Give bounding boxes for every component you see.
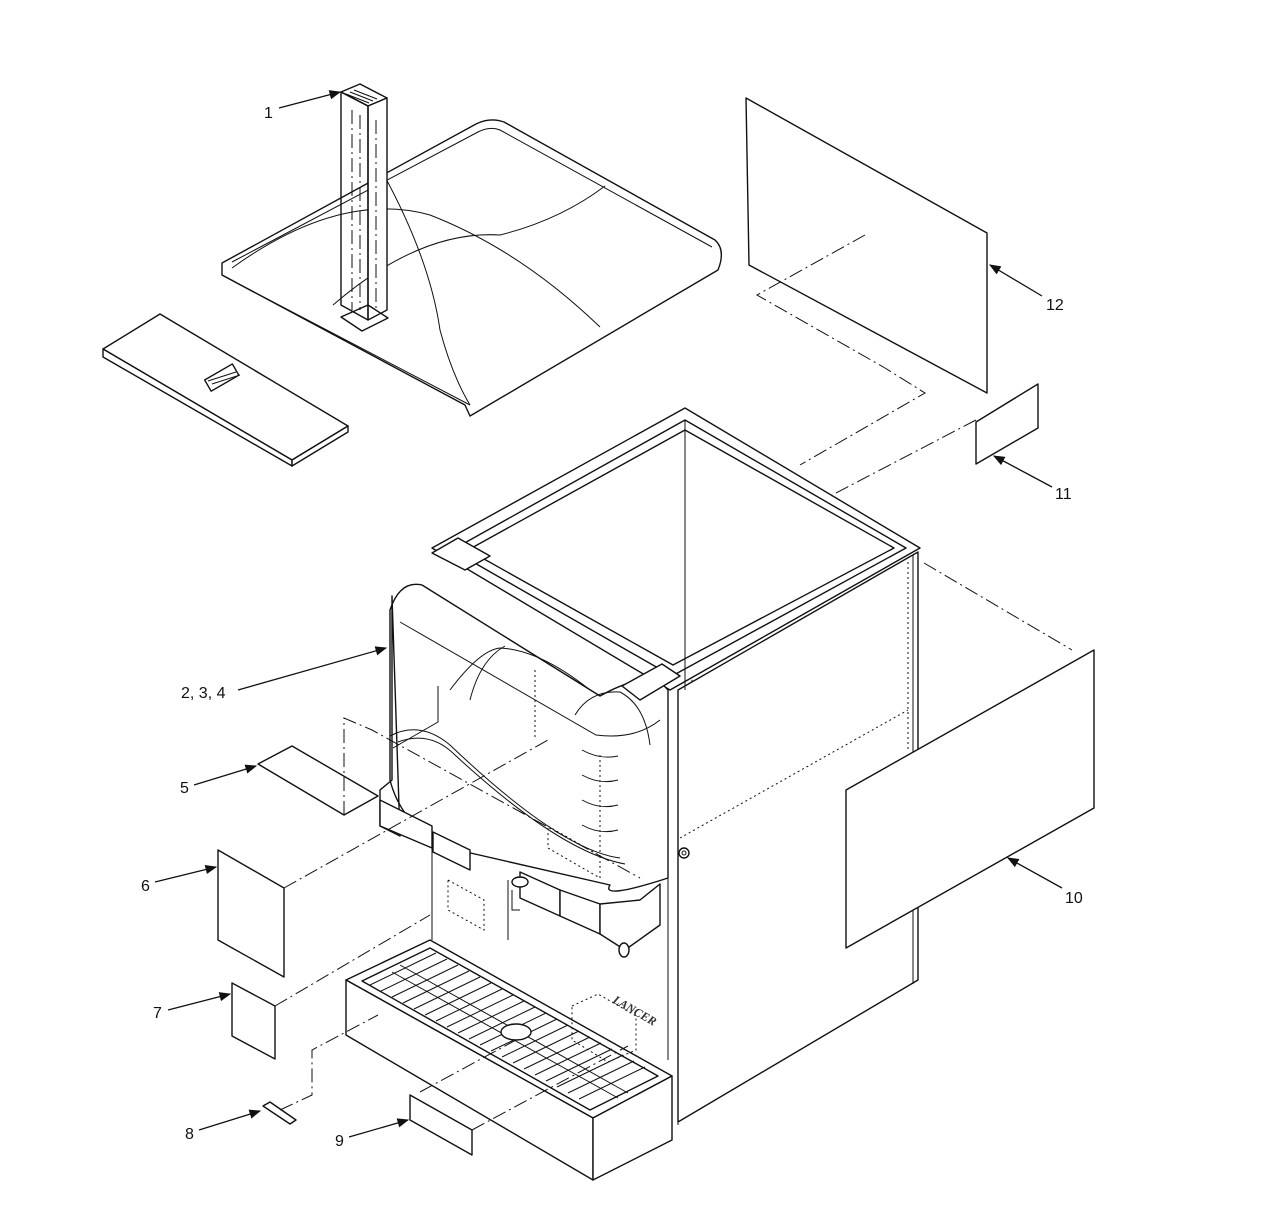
brand-mark: LANCER xyxy=(610,992,659,1029)
callout-2-3-4: 2, 3, 4 xyxy=(181,685,226,702)
part-9-label xyxy=(409,1039,629,1156)
callout-12: 12 xyxy=(1046,297,1064,314)
part-5-label xyxy=(257,717,641,879)
callout-5: 5 xyxy=(180,780,189,797)
part-12-back-panel-decal xyxy=(745,97,988,394)
callout-1: 1 xyxy=(264,105,273,122)
front-cover-panel xyxy=(102,313,349,467)
callout-9: 9 xyxy=(335,1133,344,1150)
callout-6: 6 xyxy=(141,878,150,895)
dispenser-cabinet xyxy=(379,407,921,1125)
part-10-side-panel-decal xyxy=(845,649,1095,949)
part-11-small-label xyxy=(975,383,1039,465)
leader-arrows xyxy=(154,90,1063,1138)
callout-8: 8 xyxy=(185,1126,194,1143)
part-7-label xyxy=(231,914,431,1060)
part-6-label xyxy=(217,739,549,978)
callout-11: 11 xyxy=(1055,486,1072,503)
part-8-small-badge xyxy=(262,1014,379,1125)
drip-tray: LANCER xyxy=(345,939,673,1181)
callout-10: 10 xyxy=(1065,890,1083,907)
part-1-lid-strip xyxy=(340,83,389,332)
lid-cover xyxy=(221,119,723,417)
callout-7: 7 xyxy=(153,1005,162,1022)
callout-labels: 1 2, 3, 4 5 6 7 8 9 10 11 12 xyxy=(141,105,1083,1150)
